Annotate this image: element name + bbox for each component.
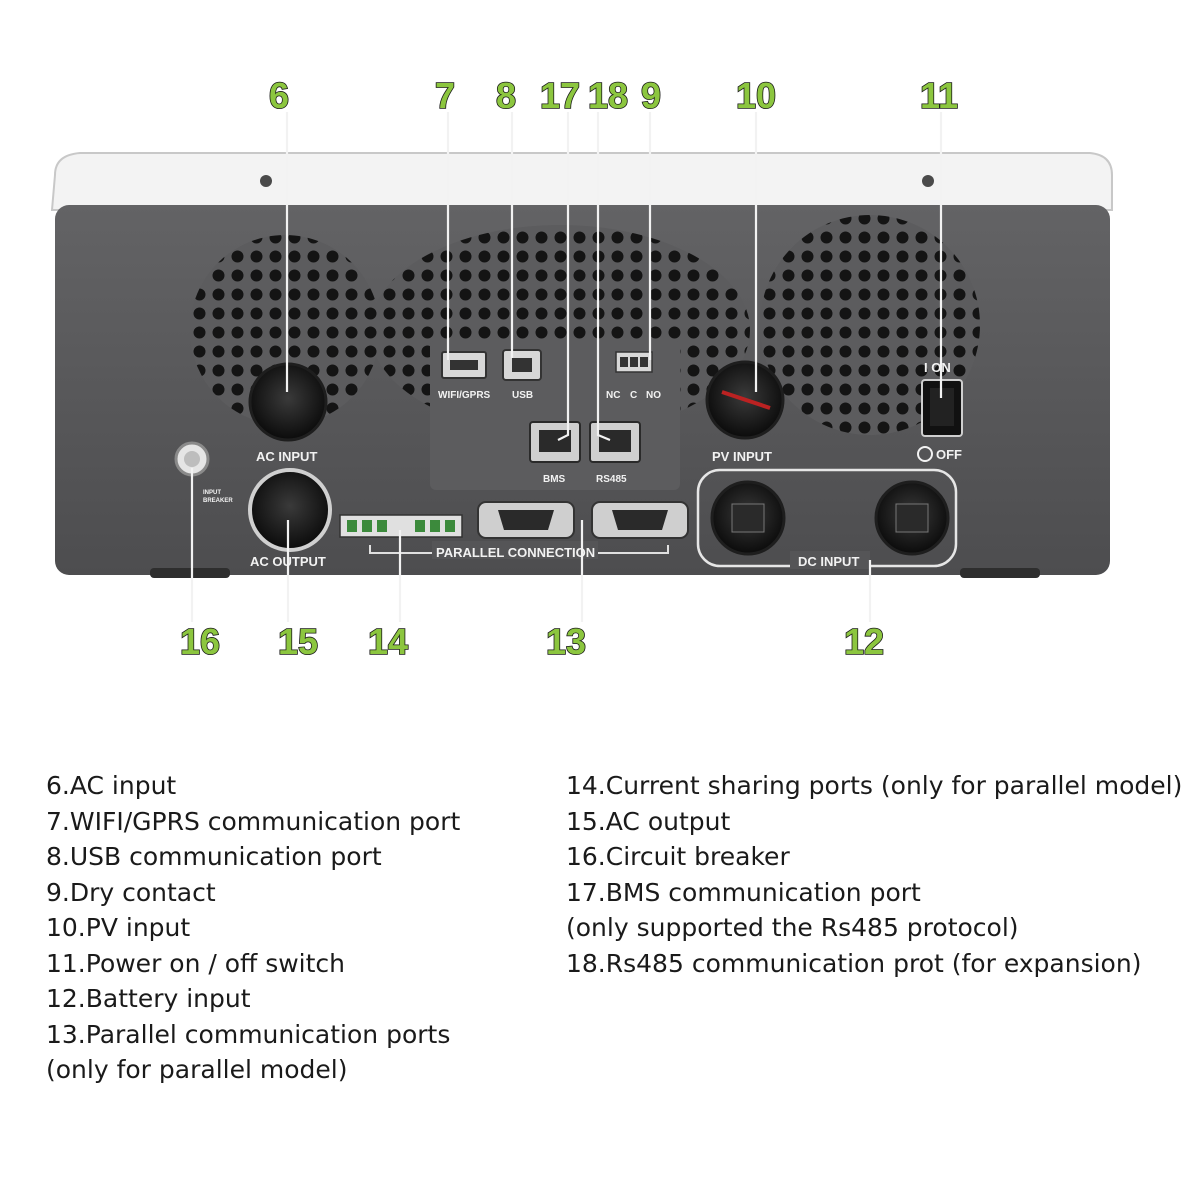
legend-item: 13.Parallel communication ports	[46, 1019, 451, 1049]
panel-foot-left	[150, 568, 230, 578]
bms-label: BMS	[543, 474, 566, 485]
panel-foot-right	[960, 568, 1040, 578]
power-icon	[917, 446, 933, 462]
terminal-pin-3	[377, 520, 387, 532]
callout-14: 14	[368, 621, 408, 662]
callout-18: 18	[588, 75, 628, 116]
screw-left	[260, 175, 272, 187]
legend-item: 14.Current sharing ports (only for paral…	[566, 771, 1183, 800]
callout-8: 8	[496, 75, 516, 116]
inverter-rear-panel-diagram: AC INPUT INPUT BREAKER AC OUTPUT WIFI/GP…	[50, 74, 1113, 663]
input-breaker-center	[184, 451, 200, 467]
terminal-pin-5	[430, 520, 440, 532]
screw-right	[922, 175, 934, 187]
callout-6: 6	[269, 75, 289, 116]
legend-item: 15.AC output	[566, 806, 731, 836]
leader-17	[557, 112, 570, 441]
switch-off-label: OFF	[936, 447, 962, 462]
parallel-port-left-socket	[498, 510, 554, 530]
dc-input-left-socket	[731, 503, 765, 533]
bms-port-jack	[539, 430, 571, 452]
callout-7: 7	[435, 75, 455, 116]
pv-input-red-mark	[721, 390, 771, 410]
callout-16: 16	[180, 621, 220, 662]
wifi-gprs-port-slot	[450, 360, 478, 370]
dry-contact-pin-c	[630, 357, 638, 367]
switch-on-label: I ON	[924, 360, 951, 375]
callout-15: 15	[278, 621, 318, 662]
terminal-pin-2	[362, 520, 372, 532]
dry-contact-c-label: C	[630, 390, 637, 401]
usb-port-slot	[512, 358, 532, 372]
legend-item: 10.PV input	[46, 913, 191, 942]
terminal-pin-1	[347, 520, 357, 532]
legend-item: 18.Rs485 communication prot (for expansi…	[566, 948, 1142, 978]
rs485-label: RS485	[596, 474, 627, 485]
usb-label: USB	[512, 390, 533, 401]
parallel-port-right-socket	[612, 510, 668, 530]
input-breaker-label-2: BREAKER	[203, 498, 233, 504]
legend-left-column: 6.AC input 7.WIFI/GPRS communication por…	[46, 768, 460, 1088]
callout-12: 12	[844, 621, 884, 662]
callout-13: 13	[546, 621, 586, 662]
dry-contact-pin-nc	[620, 357, 628, 367]
pv-input-label: PV INPUT	[712, 449, 772, 464]
legend-item: 12.Battery input	[46, 984, 251, 1013]
callout-10: 10	[736, 75, 776, 116]
parallel-connection-label: PARALLEL CONNECTION	[436, 545, 595, 560]
legend-item: 16.Circuit breaker	[566, 842, 790, 871]
leader-18	[596, 112, 611, 442]
legend-item: 7.WIFI/GPRS communication port	[46, 806, 461, 836]
legend-item: 8.USB communication port	[46, 842, 382, 871]
wifi-gprs-label: WIFI/GPRS	[438, 390, 491, 401]
dry-contact-nc-label: NC	[606, 390, 620, 401]
legend-item: 17.BMS communication port	[566, 877, 921, 907]
dc-input-label-bg	[790, 551, 870, 569]
ac-output-port	[248, 468, 332, 552]
vent-grid-left	[190, 235, 380, 425]
legend-right-column: 14.Current sharing ports (only for paral…	[566, 768, 1182, 981]
legend-item: 9.Dry contact	[46, 877, 216, 907]
legend-item: 11.Power on / off switch	[46, 948, 346, 978]
dc-input-right-socket	[895, 503, 929, 533]
callout-leader-lines	[190, 112, 943, 622]
legend-item: (only supported the Rs485 protocol)	[566, 913, 1019, 942]
dc-input-label: DC INPUT	[798, 554, 859, 569]
legend-item: (only for parallel model)	[46, 1055, 348, 1084]
callout-17: 17	[540, 75, 580, 116]
callout-11: 11	[920, 75, 958, 116]
callout-9: 9	[641, 75, 661, 116]
dry-contact-pin-no	[640, 357, 648, 367]
rs485-port-jack	[599, 430, 631, 452]
terminal-pin-4	[415, 520, 425, 532]
input-breaker-label-1: INPUT	[203, 490, 221, 496]
dry-contact-no-label: NO	[646, 390, 661, 401]
terminal-pin-6	[445, 520, 455, 532]
white-top-cover	[50, 152, 1113, 211]
parallel-connection-label-bg	[432, 541, 598, 559]
ac-input-label: AC INPUT	[256, 449, 317, 464]
legend-item: 6.AC input	[46, 771, 177, 800]
